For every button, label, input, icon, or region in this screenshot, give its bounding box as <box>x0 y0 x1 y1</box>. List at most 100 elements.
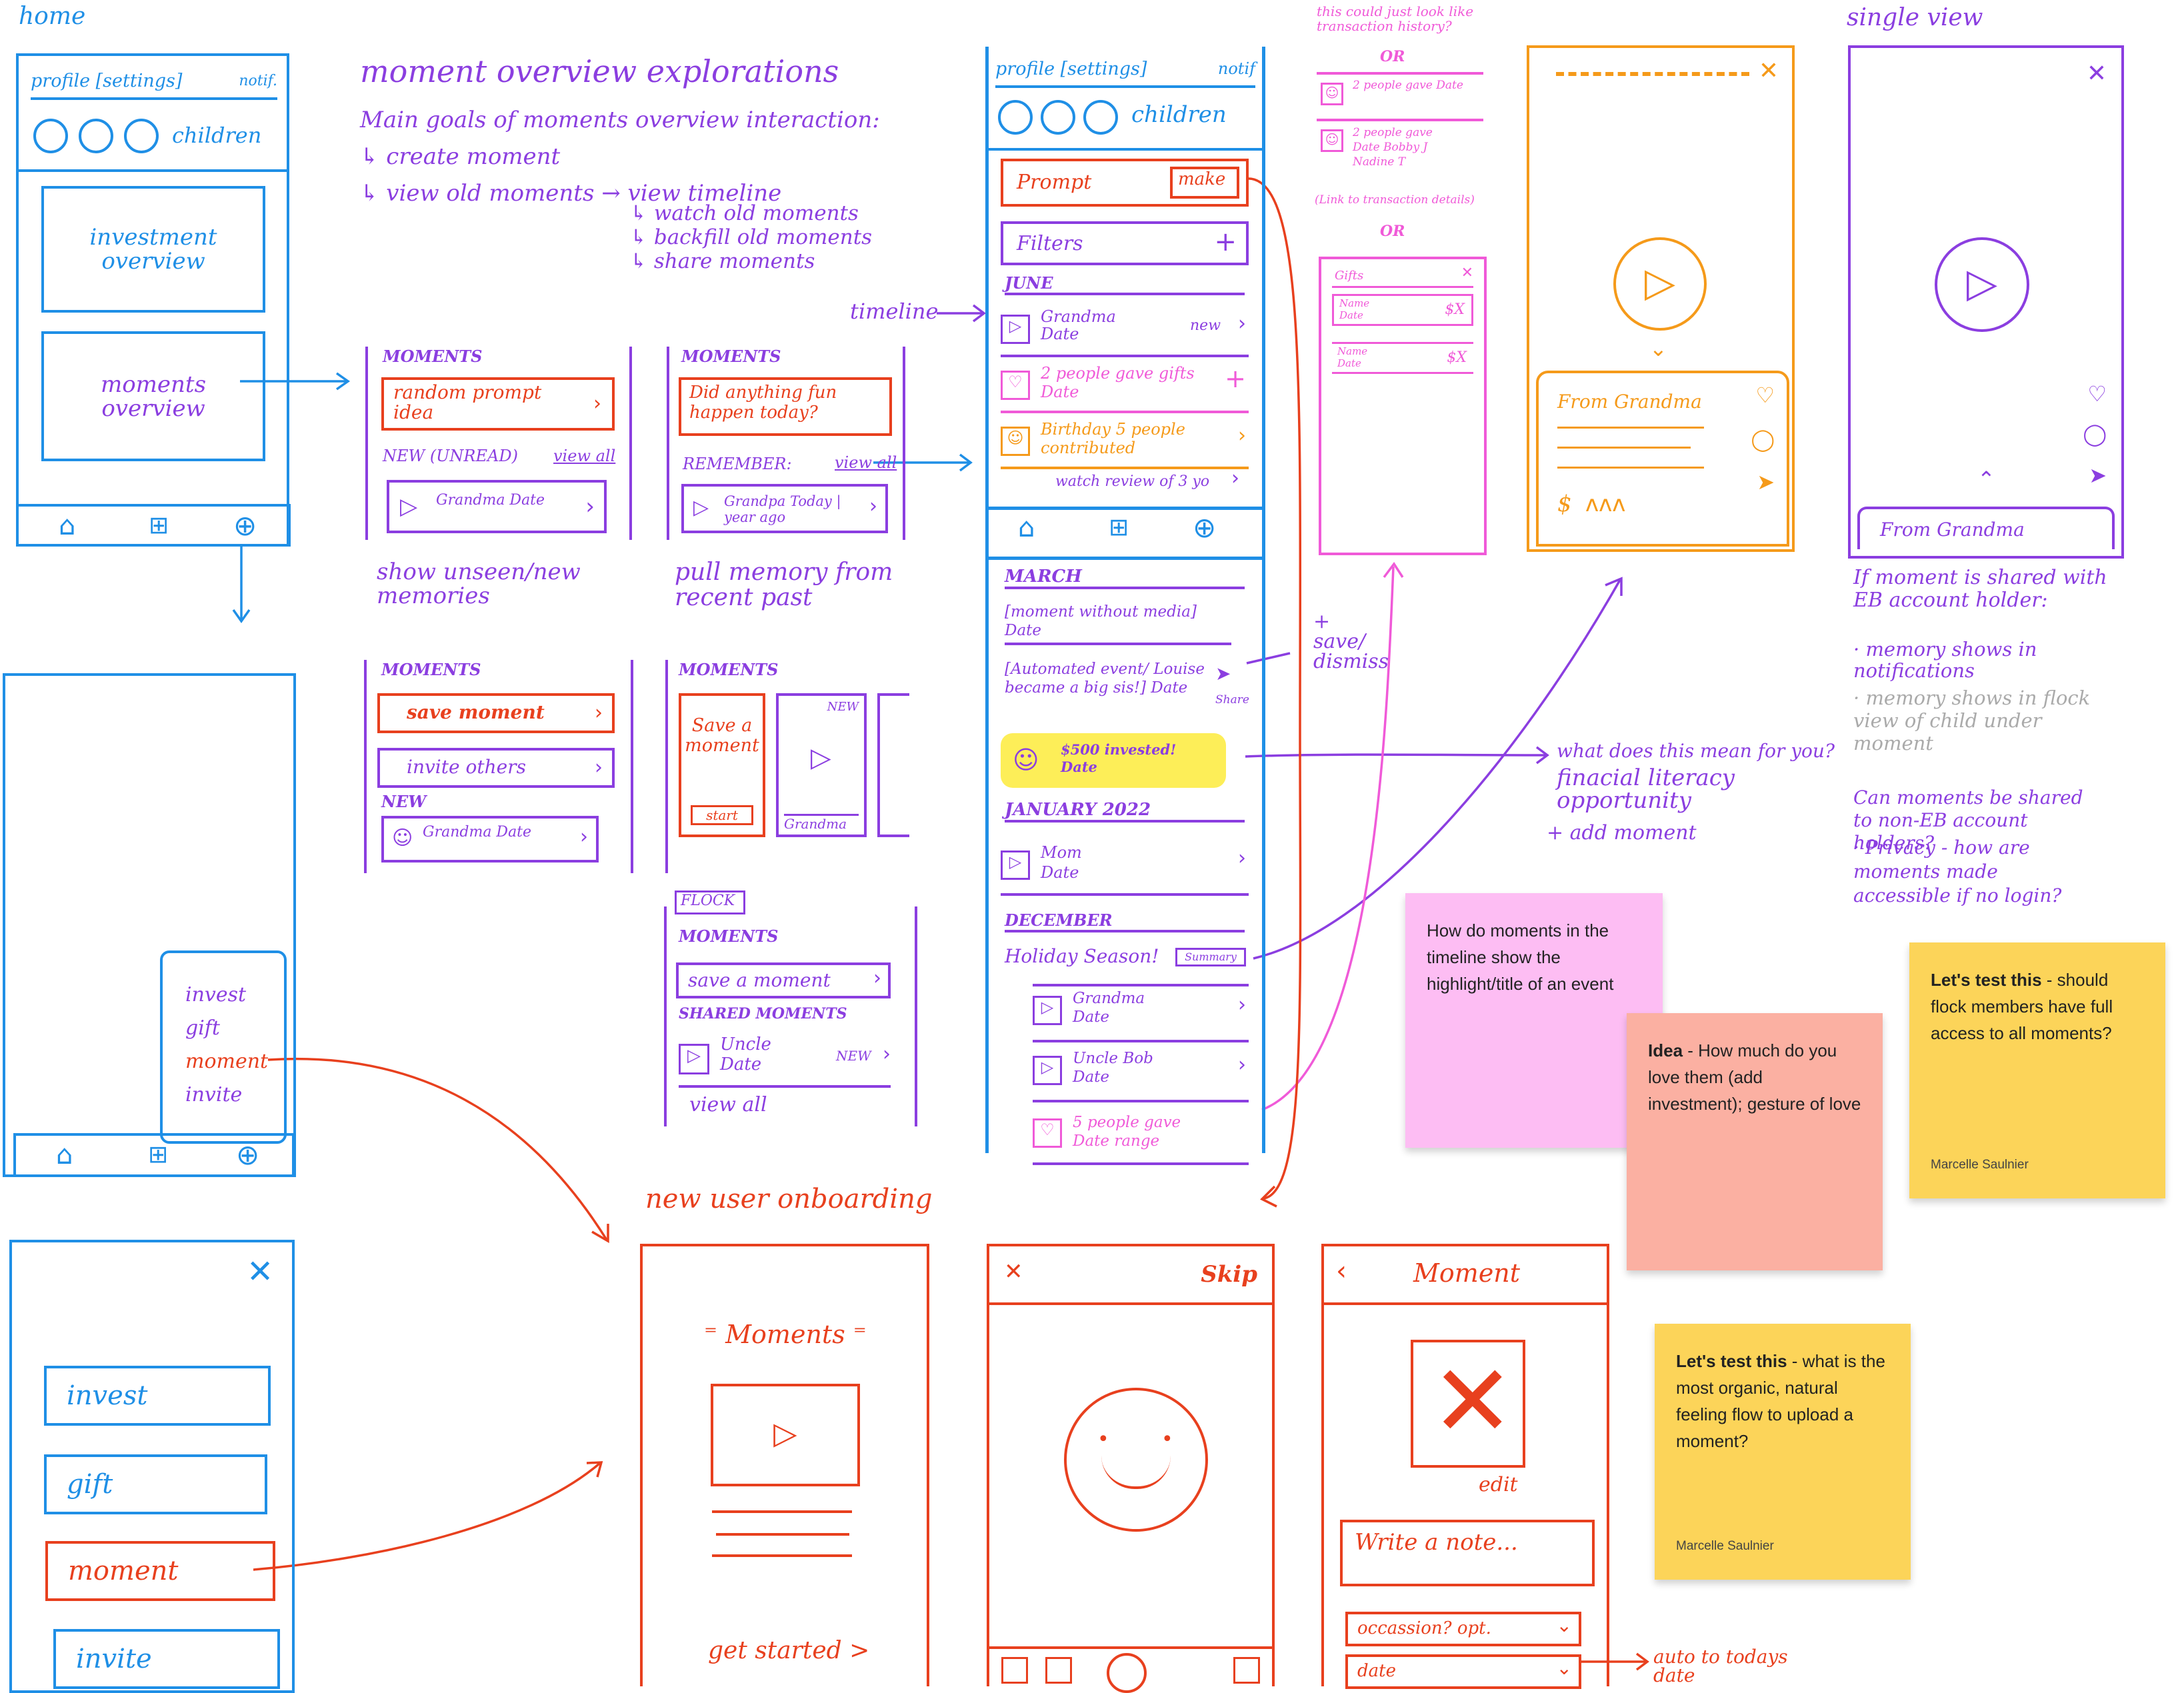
gift-icon[interactable]: ⊞ <box>1109 514 1129 541</box>
moment-video-tile-partial[interactable] <box>877 693 909 837</box>
back-icon[interactable]: ‹ <box>1336 1256 1347 1286</box>
child-avatar[interactable] <box>1041 100 1075 135</box>
start-button[interactable]: start <box>691 805 753 825</box>
child-avatar[interactable] <box>33 119 68 153</box>
child-avatar[interactable] <box>1083 100 1118 135</box>
profile-settings-link[interactable]: profile [settings] <box>995 58 1147 79</box>
invite-others-button[interactable]: invite others› <box>377 748 615 788</box>
view-all-link[interactable]: view all <box>553 447 616 465</box>
gift-row[interactable]: Name Date$X <box>1332 342 1473 374</box>
menu-moment[interactable]: moment <box>185 1050 269 1073</box>
holiday-season-group[interactable]: Holiday Season! <box>1005 945 1159 967</box>
heart-icon[interactable]: ♡ <box>1755 383 1775 408</box>
sticky-note-upload-flow[interactable]: Let's test this - what is the most organ… <box>1655 1324 1911 1580</box>
share-icon[interactable]: ➤ <box>2089 463 2107 488</box>
shutter-button[interactable] <box>1107 1653 1147 1693</box>
view-all-link[interactable]: view all <box>689 1093 767 1116</box>
gift-row[interactable]: Name Date$X <box>1332 294 1473 326</box>
skip-button[interactable]: Skip <box>1201 1261 1257 1288</box>
close-icon[interactable]: ✕ <box>1758 57 1779 85</box>
moment-video-tile[interactable]: NEW ▷ Grandma <box>776 693 867 837</box>
heart-icon[interactable]: ♡ <box>2087 381 2107 407</box>
chevron-down-icon[interactable]: ⌄ <box>1649 336 1667 361</box>
gift-summary-option-2[interactable]: ☺2 people gave Date Bobby J Nadine T <box>1317 123 1483 189</box>
timeline-item[interactable]: ▷Mom Date› <box>1001 840 1249 896</box>
media-placeholder[interactable]: ✕ <box>1411 1340 1525 1468</box>
sticky-note-pink[interactable]: How do moments in the timeline show the … <box>1405 893 1663 1148</box>
watch-review-link[interactable]: watch review of 3 yo <box>1055 473 1210 490</box>
home-icon[interactable]: ⌂ <box>56 1140 73 1170</box>
child-avatar[interactable] <box>124 119 159 153</box>
close-icon[interactable]: ✕ <box>247 1253 274 1290</box>
notif-link[interactable]: notif <box>1217 59 1255 78</box>
timeline-item[interactable]: [moment without media] Date <box>1005 603 1231 645</box>
comment-icon[interactable]: ◯ <box>2083 421 2107 447</box>
save-moment-button[interactable]: save moment› <box>377 693 615 733</box>
menu-invest[interactable]: invest <box>185 983 247 1006</box>
close-icon[interactable]: ✕ <box>2086 60 2107 87</box>
home-icon[interactable]: ⌂ <box>1018 513 1035 543</box>
list-invite-button[interactable]: invite <box>53 1629 280 1689</box>
gift-icon[interactable]: ⊞ <box>148 1141 169 1168</box>
sticky-note-flock-access[interactable]: Let's test this - should flock members h… <box>1909 942 2165 1198</box>
moments-overview-card[interactable]: moments overview <box>41 331 265 461</box>
menu-gift[interactable]: gift <box>185 1016 220 1040</box>
sticky-note-idea[interactable]: Idea - How much do you love them (add in… <box>1627 1013 1883 1270</box>
from-bar[interactable]: From Grandma <box>1857 507 2115 549</box>
home-icon[interactable]: ⌂ <box>59 511 76 541</box>
make-button[interactable]: make <box>1170 167 1239 199</box>
notif-link[interactable]: notif. <box>239 72 277 89</box>
comment-icon[interactable]: ◯ <box>1751 427 1775 452</box>
timeline-item[interactable]: ▷Grandma Date› <box>1033 984 1249 1042</box>
date-select[interactable]: date⌄ <box>1345 1654 1581 1689</box>
investment-overview-card[interactable]: investment overview <box>41 186 265 313</box>
timeline-gift-item[interactable]: ♡5 people gave Date range <box>1033 1109 1249 1165</box>
timeline-birthday-item[interactable]: ☺Birthday 5 people contributed› <box>1001 419 1249 469</box>
transaction-details-link[interactable]: (Link to transaction details) <box>1315 193 1475 207</box>
save-moment-tile[interactable]: Save a moment start <box>679 693 765 837</box>
close-icon[interactable]: ✕ <box>1004 1258 1023 1285</box>
add-icon[interactable]: ⊕ <box>233 509 257 542</box>
list-gift-button[interactable]: gift <box>44 1454 267 1514</box>
share-icon[interactable]: ➤ <box>1757 469 1775 495</box>
timeline-item[interactable]: ▷Uncle Bob Date› <box>1033 1046 1249 1102</box>
timeline-event-item[interactable]: [Automated event/ Louise became a big si… <box>1005 661 1205 697</box>
play-icon[interactable]: ▷ <box>1613 237 1707 331</box>
summary-tag[interactable]: Summary <box>1175 948 1246 966</box>
camera-icon[interactable] <box>1045 1657 1072 1684</box>
edit-link[interactable]: edit <box>1479 1473 1518 1496</box>
share-icon[interactable]: ➤ <box>1215 663 1231 685</box>
gift-summary-option-1[interactable]: ☺2 people gave Date <box>1317 72 1483 121</box>
gallery-icon[interactable] <box>1001 1657 1028 1684</box>
add-icon[interactable]: ⊕ <box>236 1138 260 1171</box>
menu-invite[interactable]: invite <box>185 1083 243 1106</box>
flip-camera-icon[interactable] <box>1233 1657 1260 1684</box>
chevron-up-icon[interactable]: ⌃ <box>1977 467 1995 492</box>
note-input[interactable]: Write a note... <box>1340 1520 1595 1586</box>
view-all-link[interactable]: view all <box>835 453 897 472</box>
list-moment-button[interactable]: moment <box>45 1541 275 1601</box>
get-started-button[interactable]: get started > <box>708 1637 870 1664</box>
filters-bar[interactable]: Filters+ <box>1001 221 1249 265</box>
invested-highlight-item[interactable]: ☺$500 invested! Date <box>1001 733 1226 788</box>
moment-item[interactable]: ☺Grandma Date› <box>381 816 599 862</box>
close-icon[interactable]: ✕ <box>1461 265 1473 281</box>
moment-item[interactable]: ▷Grandpa Today | year ago› <box>681 484 888 533</box>
play-icon[interactable]: ▷ <box>1935 237 2029 332</box>
prompt-card[interactable]: random prompt idea› <box>381 377 615 431</box>
moment-item[interactable]: ▷Grandma Date› <box>387 480 607 533</box>
add-icon[interactable]: ⊕ <box>1193 511 1217 544</box>
video-play-icon[interactable]: ▷ <box>711 1384 860 1486</box>
occasion-select[interactable]: occassion? opt.⌄ <box>1345 1612 1581 1646</box>
child-avatar[interactable] <box>998 100 1033 135</box>
list-invest-button[interactable]: invest <box>44 1366 271 1426</box>
prompt-card[interactable]: Did anything fun happen today? <box>679 377 892 436</box>
child-avatar[interactable] <box>79 119 113 153</box>
profile-settings-link[interactable]: profile [settings] <box>31 70 183 91</box>
save-moment-button[interactable]: save a moment› <box>676 962 891 998</box>
gift-icon[interactable]: ⊞ <box>149 512 169 539</box>
timeline-gift-item[interactable]: ♡2 people gave gifts Date+ <box>1001 363 1249 413</box>
